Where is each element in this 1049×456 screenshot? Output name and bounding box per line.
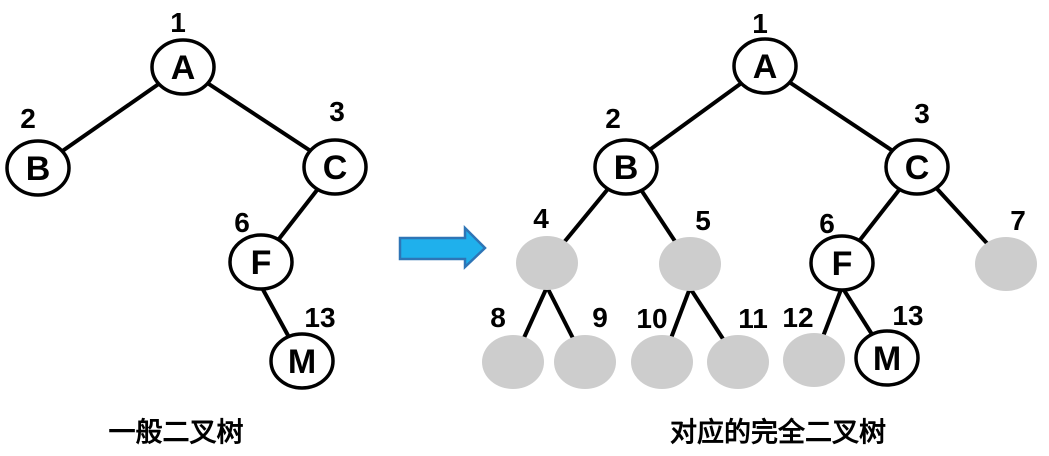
node-number-3: 3 (329, 96, 345, 127)
right-arrow-icon (398, 224, 487, 270)
node-circle-M (269, 332, 335, 390)
node-letter-C: C (905, 149, 930, 187)
node-number-7: 7 (1010, 205, 1026, 236)
node-circle-B (593, 138, 659, 196)
node-letter-C: C (323, 149, 348, 187)
node-number-13: 13 (892, 300, 923, 331)
node-circle-A (150, 38, 216, 96)
placeholder-node-8 (482, 335, 544, 389)
placeholder-node-12 (783, 333, 845, 387)
caption-complete: 对应的完全二叉树 (670, 417, 886, 448)
node-number-6: 6 (234, 207, 250, 238)
node-number-4: 4 (533, 203, 549, 234)
node-circle-C (302, 138, 368, 196)
node-letter-B: B (26, 150, 51, 188)
placeholder-node-4 (516, 236, 578, 290)
tree-complete: A 1B 2C 3 4 5F 6 7 8 9 10 11 12M 13 (482, 8, 1037, 389)
node-letter-M: M (288, 343, 316, 381)
node-number-12: 12 (782, 302, 813, 333)
node-letter-A: A (171, 49, 196, 87)
node-number-8: 8 (490, 302, 506, 333)
node-circle-A (732, 37, 798, 95)
placeholder-node-10 (631, 335, 693, 389)
node-letter-B: B (614, 149, 639, 187)
node-number-2: 2 (605, 103, 621, 134)
node-number-2: 2 (20, 103, 36, 134)
node-circle-F (228, 233, 294, 291)
node-number-11: 11 (738, 303, 768, 334)
node-number-9: 9 (592, 302, 608, 333)
node-circle-M (854, 329, 920, 387)
node-circle-B (5, 139, 71, 197)
node-number-1: 1 (752, 8, 768, 39)
placeholder-node-5 (659, 237, 721, 291)
placeholder-node-7 (975, 237, 1037, 291)
node-circle-F (809, 234, 875, 292)
node-number-1: 1 (170, 7, 186, 38)
node-circle-C (884, 138, 950, 196)
placeholder-node-9 (554, 335, 616, 389)
node-number-13: 13 (304, 302, 335, 333)
node-letter-F: F (832, 245, 853, 283)
node-number-3: 3 (914, 98, 930, 129)
placeholder-node-11 (707, 335, 769, 389)
caption-general: 一般二叉树 (109, 417, 244, 448)
node-number-5: 5 (695, 205, 711, 236)
node-letter-A: A (753, 48, 778, 86)
node-letter-F: F (251, 244, 272, 282)
node-letter-M: M (873, 340, 901, 378)
node-number-10: 10 (636, 303, 667, 334)
node-number-6: 6 (819, 208, 835, 239)
